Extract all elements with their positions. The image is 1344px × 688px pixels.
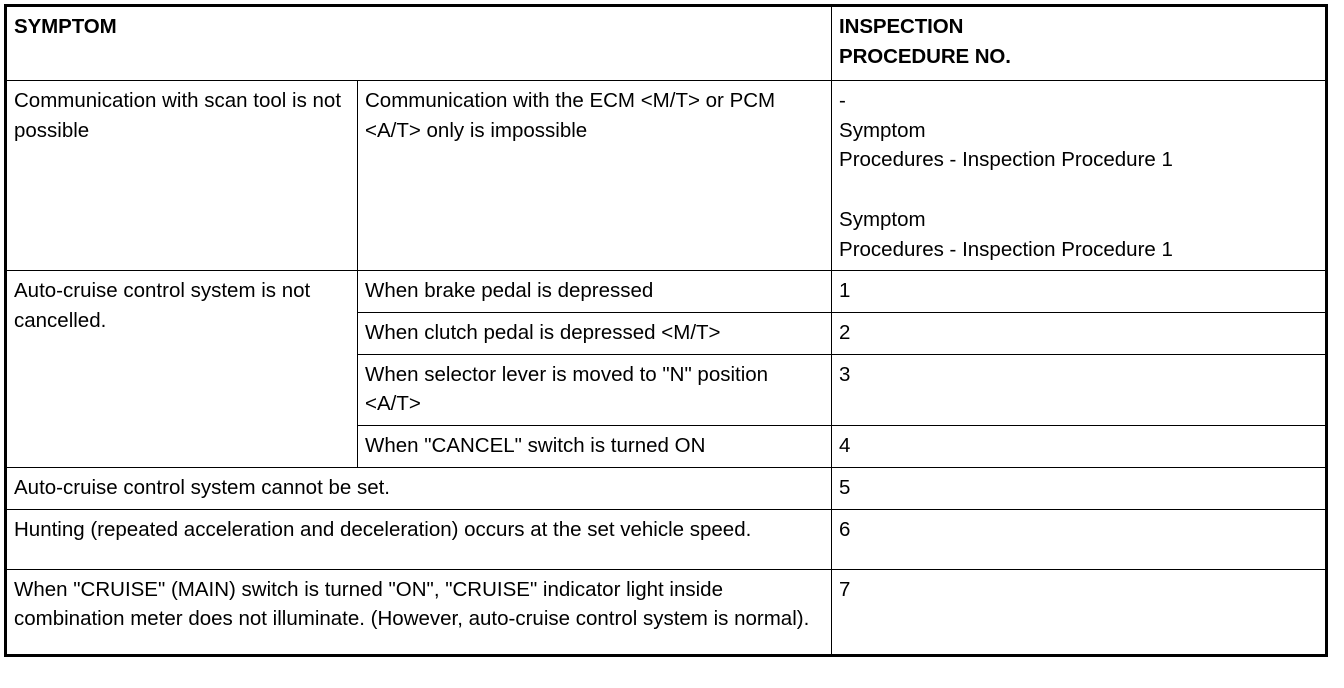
table-body: Communication with scan tool is not poss… [4,79,1328,656]
procedure-cell: 6 [831,508,1328,570]
procedure-cell: 1 [831,270,1328,314]
symptom-cell-cannot-be-set: Auto-cruise control system cannot be set… [4,466,833,510]
table-row: When selector lever is moved to "N" posi… [6,353,1328,427]
table-row: Auto-cruise control system cannot be set… [4,466,1328,510]
table-row: Auto-cruise control system is not cancel… [5,270,1328,468]
table-header: SYMPTOM INSPECTION PROCEDURE NO. [4,5,1328,81]
procedure-cell: 2 [831,312,1328,355]
table-row: When clutch pedal is depressed <M/T> 2 [6,312,1328,355]
procedure-cell: - Symptom Procedures - Inspection Proced… [831,79,1328,272]
condition-cell: When "CANCEL" switch is turned ON [356,425,833,468]
table-row: Hunting (repeated acceleration and decel… [4,508,1328,570]
table-header-row: SYMPTOM INSPECTION PROCEDURE NO. [4,5,1328,81]
symptom-cell-hunting: Hunting (repeated acceleration and decel… [4,508,833,570]
column-header-symptom: SYMPTOM [4,5,833,81]
procedure-cell: 7 [831,568,1328,656]
column-header-inspection-procedure-no: INSPECTION PROCEDURE NO. [831,5,1328,81]
symptom-cell-not-cancelled: Auto-cruise control system is not cancel… [5,270,358,468]
procedure-cell: 5 [831,466,1328,510]
procedure-cell: 4 [831,425,1328,468]
condition-cell: When selector lever is moved to "N" posi… [356,353,833,427]
procedure-cell: 3 [831,353,1328,427]
symptom-cell-cruise-indicator: When "CRUISE" (MAIN) switch is turned "O… [4,568,833,656]
table-row: Communication with scan tool is not poss… [5,79,1328,272]
table-row: When "CRUISE" (MAIN) switch is turned "O… [4,568,1328,656]
symptom-cell-communication: Communication with scan tool is not poss… [5,79,358,272]
condition-cell: When brake pedal is depressed [356,270,833,314]
symptom-inspection-table: SYMPTOM INSPECTION PROCEDURE NO. Communi… [4,4,1329,657]
condition-cell: When clutch pedal is depressed <M/T> [356,312,833,355]
condition-cell: Communication with the ECM <M/T> or PCM … [356,79,833,272]
